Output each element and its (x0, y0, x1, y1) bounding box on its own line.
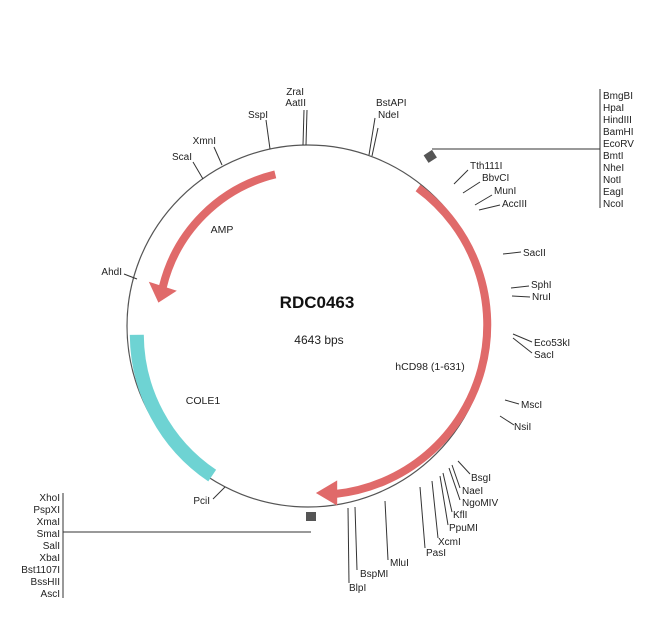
site-label-sphi: SphI (531, 280, 552, 291)
tick-pasi (419, 486, 426, 549)
site-label-blpi: BlpI (349, 583, 366, 594)
feature-label-cole1: COLE1 (186, 395, 221, 407)
cluster-list-top-right: BmgBI HpaI HindIII BamHI EcoRV BmtI NheI… (603, 91, 634, 210)
tick-xcmi (431, 480, 439, 539)
cluster-bottom-left-item: SalI (43, 541, 60, 552)
tick-bstapi (368, 117, 376, 156)
feature-label-hcd98: hCD98 (1-631) (395, 361, 464, 373)
site-ticks (123, 109, 533, 584)
site-label-xcmi: XcmI (438, 537, 461, 548)
tick-blpi (347, 507, 350, 584)
site-label-acciii: AccIII (502, 199, 527, 210)
tick-ngomiv (448, 467, 461, 501)
site-label-saci: SacI (534, 350, 554, 361)
site-label-sspi: SspI (248, 110, 268, 121)
tick-mlui (384, 500, 389, 561)
cluster-bottom-left-item: AscI (41, 589, 60, 600)
site-label-kfli: KflI (453, 510, 467, 521)
cluster-top-right-item: BamHI (603, 127, 634, 138)
site-label-aatii: AatII (285, 98, 306, 109)
tick-acciii (478, 204, 501, 211)
tick-pcii (212, 486, 226, 500)
cluster-top-right-item: NheI (603, 163, 624, 174)
cluster-top-right-item: EcoRV (603, 139, 634, 150)
cluster-bottom-left-item: XbaI (39, 553, 60, 564)
cluster-list-bottom-left: XhoI PspXI XmaI SmaI SalI XbaI Bst1107I … (21, 493, 60, 600)
tick-ppumi (439, 475, 449, 526)
cluster-bracket-bottom-left (62, 493, 311, 598)
cluster-top-right-item: BmtI (603, 151, 624, 162)
tick-sacii (502, 251, 522, 255)
site-label-tth111i: Tth111I (470, 161, 502, 172)
site-label-bstapi: BstAPI (376, 98, 407, 109)
site-label-ahdi: AhdI (101, 267, 122, 278)
site-label-bsgi: BsgI (471, 473, 491, 484)
tick-eco53ki (512, 333, 533, 343)
site-label-nsii: NsiI (514, 422, 531, 433)
tick-zrai (302, 109, 305, 146)
cluster-bottom-left-item: XmaI (37, 517, 60, 528)
site-label-xmni: XmnI (193, 136, 216, 147)
site-label-bspmi: BspMI (360, 569, 388, 580)
plasmid-size: 4643 bps (294, 333, 343, 347)
tick-naei (451, 464, 461, 489)
tick-sspi (265, 119, 271, 150)
amp-arrowhead (148, 281, 177, 303)
site-label-naei: NaeI (462, 486, 483, 497)
cluster-bottom-left-item: SmaI (37, 529, 60, 540)
cole1-feature (129, 334, 217, 482)
cluster-top-right-item: BmgBI (603, 91, 633, 102)
tick-sphi (510, 285, 530, 289)
tick-kfli (442, 472, 453, 513)
site-label-eco53ki: Eco53kI (534, 338, 570, 349)
tick-bspmi (354, 506, 358, 571)
site-label-msci: MscI (521, 400, 542, 411)
site-label-pasi: PasI (426, 548, 446, 559)
cluster-bottom-left-item: PspXI (33, 505, 60, 516)
tick-xmni (213, 146, 223, 166)
cluster-bracket-top-right (432, 89, 601, 208)
tick-ndei (371, 127, 379, 157)
site-label-zrai: ZraI (286, 87, 304, 98)
site-label-ppumi: PpuMI (449, 523, 478, 534)
cluster-marker-top-right (423, 149, 437, 163)
site-label-ndei: NdeI (378, 110, 399, 121)
hcd98-feature-arrow (334, 184, 492, 498)
tick-bsgi (457, 460, 471, 475)
cluster-bottom-left-item: XhoI (39, 493, 60, 504)
tick-saci (512, 337, 533, 354)
tick-muni (474, 194, 493, 206)
cluster-bottom-left-item: Bst1107I (21, 565, 60, 576)
tick-msci (504, 399, 520, 405)
site-label-nrui: NruI (532, 292, 551, 303)
site-label-ngomiv: NgoMIV (462, 498, 498, 509)
cluster-top-right-item: NotI (603, 175, 621, 186)
tick-nrui (511, 295, 531, 298)
tick-ahdi (123, 273, 138, 280)
site-label-pcii: PciI (193, 496, 210, 507)
site-label-bbvci: BbvCI (482, 173, 509, 184)
cluster-top-right-item: NcoI (603, 199, 624, 210)
cluster-top-right-item: EagI (603, 187, 624, 198)
plasmid-name: RDC0463 (280, 293, 355, 312)
tick-nsii (499, 415, 515, 426)
site-label-sacii: SacII (523, 248, 546, 259)
tick-tth111i (453, 169, 469, 185)
cluster-top-right-item: HpaI (603, 103, 624, 114)
site-label-muni: MunI (494, 186, 516, 197)
cluster-top-right-item: HindIII (603, 115, 632, 126)
tick-bbvci (462, 181, 481, 194)
cluster-marker-bottom-left (306, 512, 316, 521)
site-label-scai: ScaI (172, 152, 192, 163)
tick-aatii (305, 109, 308, 146)
tick-scai (192, 161, 204, 180)
amp-feature-arrow (158, 170, 277, 288)
feature-label-amp: AMP (211, 224, 234, 236)
hcd98-arrowhead (315, 480, 338, 506)
cluster-bottom-left-item: BssHII (31, 577, 60, 588)
site-label-mlui: MluI (390, 558, 409, 569)
